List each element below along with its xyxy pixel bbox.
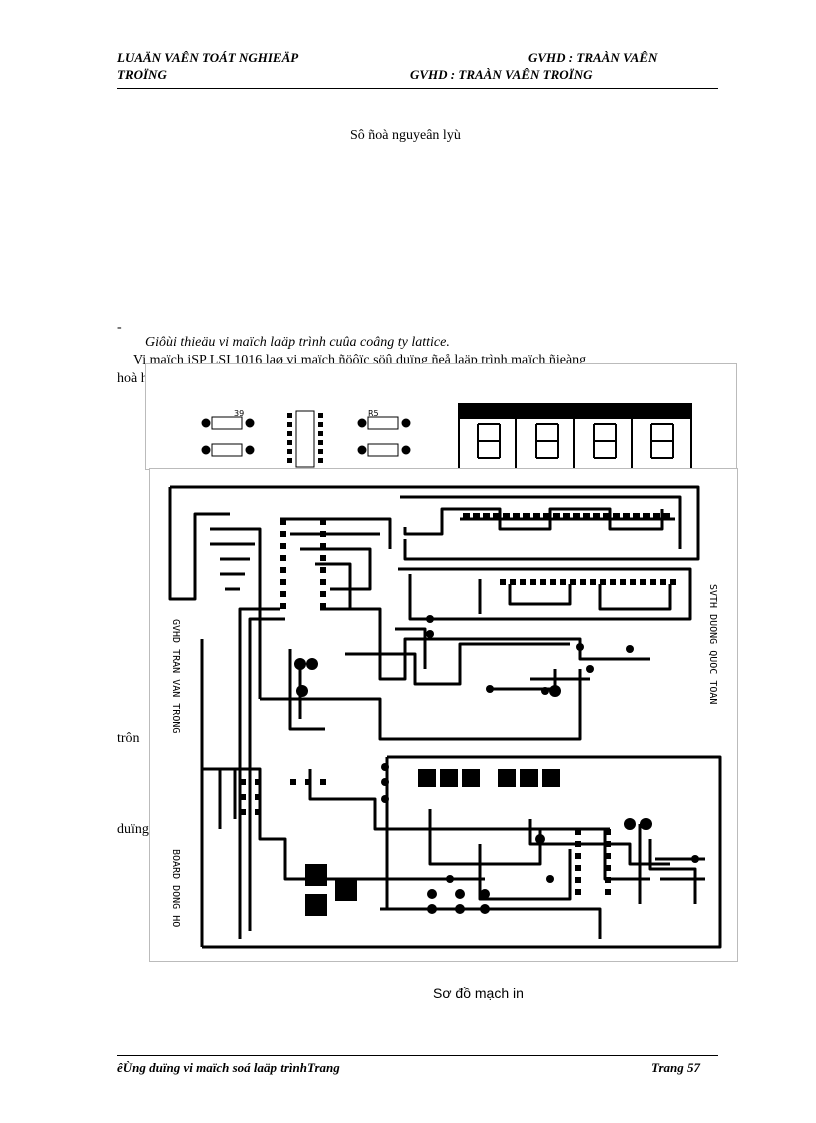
pcb-pads [240,513,699,916]
pcb-traces [168,485,722,949]
paragraph-line2: hoà h [117,371,148,386]
pcb-label-r5: R5 [368,409,379,418]
text-fragment-2: duïng [117,822,149,837]
header-left-line2: TROÏNG [117,67,167,82]
ic-chip [287,410,323,468]
resistor-group-right [357,416,411,457]
header-rule [117,88,718,89]
pcb-layout-image: GVHD TRAN VAN TRONG BOARD DONG HO SVTH D… [149,468,738,962]
header-left-line1: LUAÄN VAÊN TOÁT NGHIEÄP [117,50,299,65]
footer-page-number: Trang 57 [651,1060,700,1075]
resistor-group-left [201,416,255,457]
dash-marker: - [117,320,122,335]
intro-heading: Giôùi thieäu vi maïch laäp trình cuûa co… [145,335,450,350]
pcb-label-39: 39 [234,409,244,418]
figure-caption: Sơ đồ mạch in [433,985,524,1001]
footer-rule [117,1055,718,1056]
pcb-top-layer-image: 39 R5 [145,363,737,470]
pcb-label-svth: SVTH DUONG QUOC TOAN [707,584,718,704]
pcb-label-gvhd: GVHD TRAN VAN TRONG [170,619,181,733]
header-right-line1: GVHD : TRAÀN VAÊN [528,50,658,65]
footer-left: êÙng duïng vi maïch soá laäp trìnhTrang [117,1060,340,1075]
text-fragment-1: trôn [117,731,140,746]
seven-segment-displays [458,403,692,469]
pcb-label-board: BOARD DONG HO [170,849,181,927]
header-right-line2: GVHD : TRAÀN VAÊN TROÏNG [410,67,593,82]
section-title: Sô ñoà nguyeân lyù [350,128,461,143]
